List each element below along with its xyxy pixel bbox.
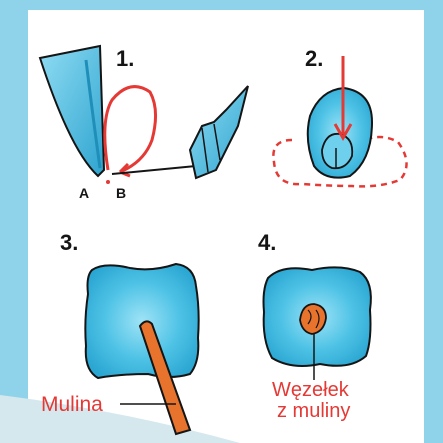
fabric-flower-3	[85, 264, 198, 378]
step-4-number: 4.	[258, 230, 276, 255]
mulina-caption: Mulina	[41, 393, 103, 416]
gathered-fabric-opening	[322, 134, 352, 168]
knot-caption-line2: z muliny	[277, 400, 350, 422]
point-b-marker	[106, 180, 110, 184]
thread-knot	[300, 304, 326, 334]
label-a: A	[79, 185, 89, 201]
knot-caption-line1: Węzełek	[272, 379, 350, 401]
step-2-number: 2.	[305, 46, 323, 71]
label-b: B	[116, 185, 126, 201]
step-1-number: 1.	[116, 46, 134, 71]
step-3-number: 3.	[60, 230, 78, 255]
